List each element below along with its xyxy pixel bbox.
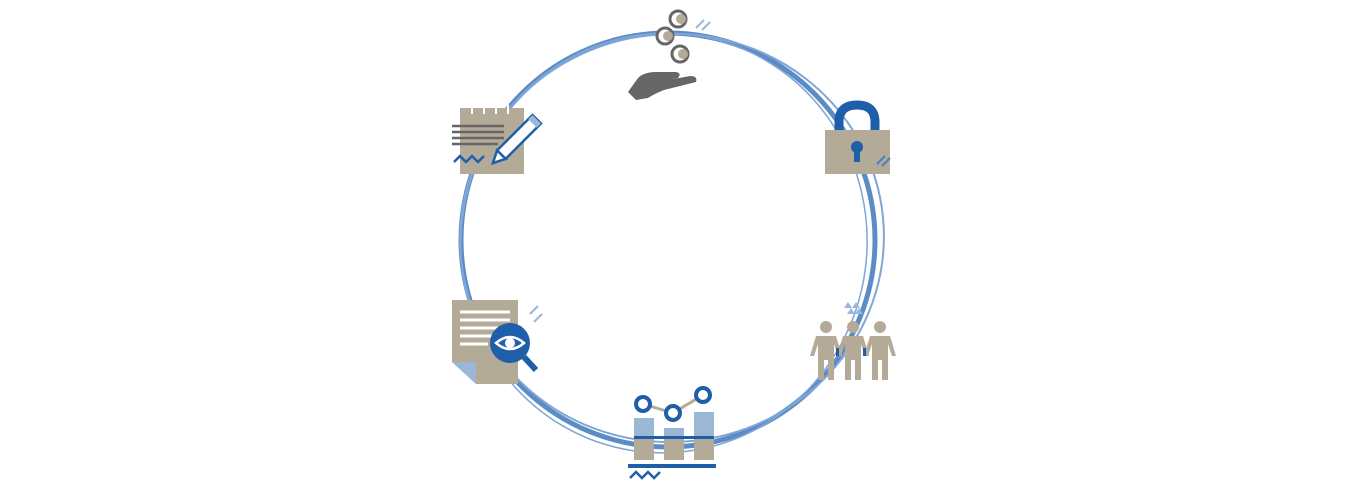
notepad-pencil-icon [452,102,543,174]
bar-chart-icon [628,386,716,480]
coins-hand-icon [628,9,711,100]
padlock-icon [825,100,891,174]
people-group-icon [810,302,896,380]
document-magnifier-icon [452,300,543,384]
